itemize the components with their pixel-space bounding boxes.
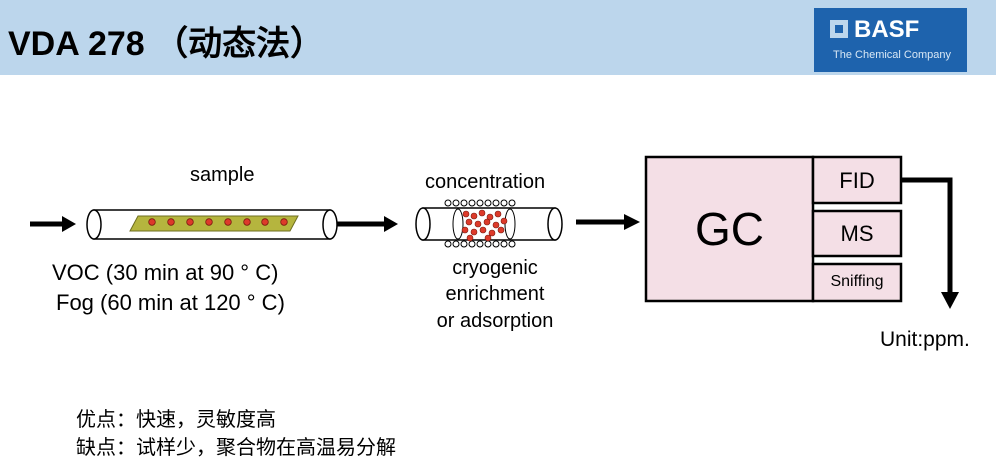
page-title: VDA 278 （动态法） [8, 25, 325, 63]
sniffing-box [811, 262, 903, 303]
trap-coolant-bottom [444, 240, 516, 248]
output-arrow [902, 177, 959, 309]
sniffing-label: Sniffing [830, 273, 884, 290]
trapped-particles [461, 209, 508, 242]
input-arrow [30, 216, 76, 232]
unit-label: Unit:ppm. [880, 328, 970, 351]
concentration-label: concentration [425, 171, 546, 193]
trap-coolant-top [444, 199, 516, 207]
trap-tube [415, 199, 563, 248]
voc-condition: VOC (30 min at 90 ° C) [52, 260, 279, 285]
basf-square-icon [830, 20, 848, 38]
trap-label-line1: cryogenic [452, 257, 538, 279]
advantages-note: 优点：快速，灵敏度高 [76, 407, 276, 431]
fid-box [811, 155, 903, 205]
trap-to-gc-arrow [576, 214, 640, 230]
ms-box [811, 209, 903, 258]
gc-label: GC [695, 203, 764, 255]
logo-name: BASF [854, 16, 920, 43]
sample-particles [148, 218, 288, 226]
disadvantages-note: 缺点：试样少，聚合物在高温易分解 [76, 435, 396, 459]
tube-to-trap-arrow [337, 216, 398, 232]
trap-label-line3: or adsorption [436, 310, 554, 332]
basf-logo: BASF The Chemical Company [814, 8, 967, 72]
ms-label: MS [840, 221, 874, 246]
fid-label: FID [839, 168, 875, 193]
sample-label: sample [190, 164, 255, 186]
notes: 优点：快速，灵敏度高 缺点：试样少，聚合物在高温易分解 [76, 405, 396, 461]
logo-subtitle: The Chemical Company [833, 49, 951, 61]
fog-condition: Fog (60 min at 120 ° C) [56, 290, 285, 315]
trap-label-line2: enrichment [445, 283, 545, 305]
sample-tube [86, 209, 338, 240]
